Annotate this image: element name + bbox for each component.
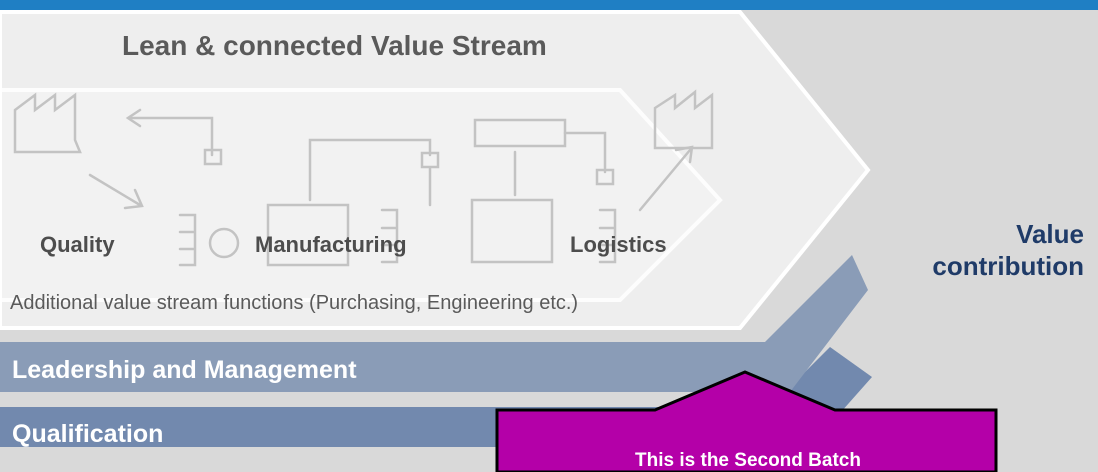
diagram-title: Lean & connected Value Stream [122, 30, 547, 61]
top-accent-bar [0, 0, 1098, 10]
arrow-up-right-icon [638, 145, 694, 212]
machine-1-icon [266, 203, 350, 267]
arrow-down-left-icon [88, 173, 144, 210]
machine-2-icon [470, 198, 554, 264]
rack-3-icon [598, 208, 617, 264]
value-contribution-line-1: Value [1016, 219, 1084, 249]
callout-shape [495, 370, 998, 472]
qualification-band-label: Qualification [12, 420, 164, 448]
rack-1-icon [178, 213, 197, 267]
inner-chevron [0, 88, 723, 302]
value-contribution-label: Value contribution [932, 218, 1084, 282]
cycle-icon [208, 227, 240, 259]
factory-right-icon [653, 89, 714, 150]
function-quality-label: Quality [40, 232, 115, 257]
factory-left-icon [13, 92, 82, 154]
leadership-band-label: Leadership and Management [12, 356, 357, 384]
rack-2-icon [380, 208, 399, 264]
function-logistics-label: Logistics [570, 232, 667, 257]
additional-functions-label: Additional value stream functions (Purch… [10, 292, 579, 314]
callout-text: This is the Second Batch [635, 450, 861, 471]
function-manufacturing-label: Manufacturing [255, 232, 407, 257]
value-contribution-line-2: contribution [932, 251, 1084, 281]
node-1-icon [203, 148, 223, 166]
leadership-band [0, 255, 868, 392]
flow-arrow-top-icon [128, 116, 214, 157]
